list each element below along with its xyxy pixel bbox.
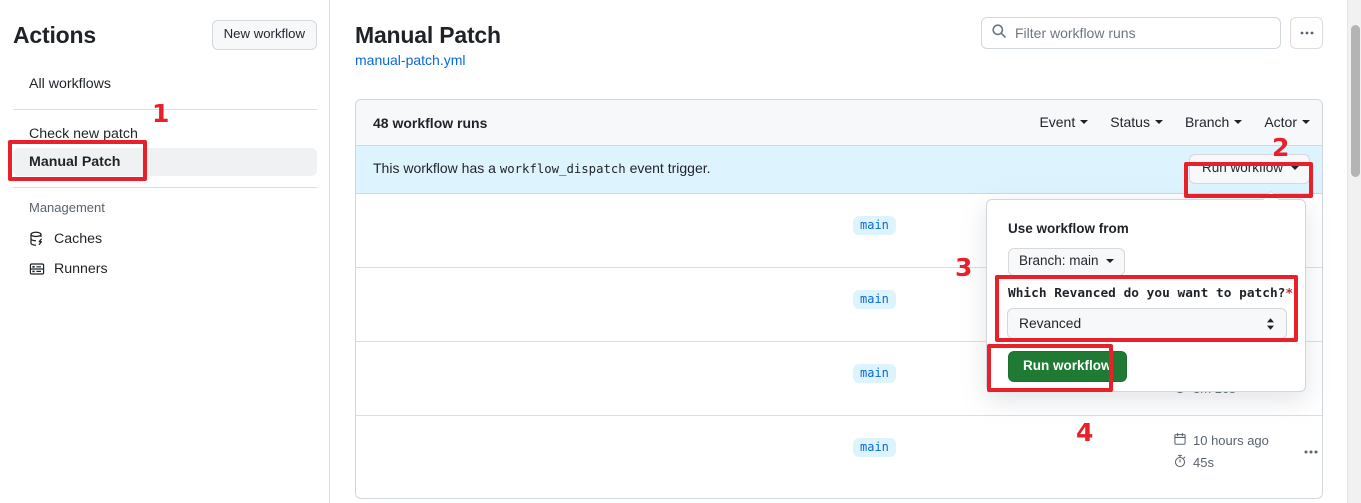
branch-badge[interactable]: main (853, 216, 896, 235)
branch-badge[interactable]: main (853, 438, 896, 457)
filter-workflow-runs-field[interactable] (981, 17, 1281, 49)
workflow-file-link[interactable]: manual-patch.yml (355, 52, 466, 68)
page-scrollbar-thumb[interactable] (1351, 25, 1360, 177)
run-duration: 45s (1173, 451, 1269, 473)
sidebar-divider-2 (13, 187, 317, 188)
page-title: Manual Patch (355, 22, 501, 48)
workflow-input-label-text: Which Revanced do you want to patch? (1008, 286, 1286, 301)
chevron-down-icon (1302, 120, 1310, 124)
branch-selector-label: Branch: main (1019, 253, 1099, 268)
kebab-horizontal-icon (1304, 450, 1318, 454)
run-workflow-dropdown-button[interactable]: Run workflow (1188, 154, 1310, 184)
workflow-runs-count: 48 workflow runs (373, 115, 488, 131)
run-timestamp-text: 10 hours ago (1193, 432, 1269, 448)
chevron-down-icon (1105, 259, 1114, 264)
select-updown-icon (1265, 317, 1276, 331)
branch-badge[interactable]: main (853, 364, 896, 383)
sidebar-item-runners-label: Runners (54, 261, 108, 277)
chevron-down-icon (1080, 120, 1089, 124)
annotation-number-2: 2 (1272, 133, 1290, 162)
actions-sidebar: Actions New workflow All workflows Check… (0, 0, 330, 503)
sidebar-item-check-new-patch[interactable]: Check new patch (29, 126, 138, 142)
chevron-down-icon (1234, 120, 1243, 124)
stopwatch-icon (1173, 454, 1187, 471)
branch-selector-button[interactable]: Branch: main (1008, 248, 1125, 276)
table-row[interactable]: main (356, 268, 1322, 342)
annotation-number-3: 3 (955, 253, 973, 282)
filter-branch-label: Branch (1184, 114, 1230, 130)
sidebar-item-manual-patch[interactable]: Manual Patch (13, 148, 317, 176)
new-workflow-button[interactable]: New workflow (211, 20, 317, 50)
run-workflow-submit-button[interactable]: Run workflow (1008, 351, 1127, 382)
annotation-number-4: 4 (1076, 418, 1094, 447)
workflow-input-select[interactable]: Revanced (1007, 308, 1287, 339)
sidebar-section-management: Management (29, 200, 105, 215)
sidebar-workflow-list: All workflows Check new patch Manual Pat… (13, 70, 317, 284)
filter-actor[interactable]: Actor (1264, 114, 1310, 130)
sidebar-divider-1 (13, 109, 317, 110)
sidebar-title: Actions (13, 22, 96, 48)
required-asterisk: * (1285, 286, 1294, 301)
workflow-runs-header: 48 workflow runs Event Status Branch (356, 100, 1322, 146)
dispatch-suffix: event trigger. (629, 160, 711, 176)
workflow-dispatch-banner: This workflow has a workflow_dispatch ev… (356, 146, 1322, 194)
workflow-input-label: Which Revanced do you want to patch?* (1008, 286, 1293, 301)
branch-badge[interactable]: main (853, 290, 896, 309)
run-timestamp: 10 hours ago (1173, 429, 1269, 451)
annotation-number-1: 1 (152, 99, 170, 128)
kebab-horizontal-icon (1300, 31, 1313, 35)
dispatch-prefix: This workflow has a (373, 160, 496, 176)
page-scrollbar-track[interactable] (1347, 0, 1361, 503)
table-row[interactable]: main 10 hours ago (356, 416, 1322, 490)
filter-actor-label: Actor (1264, 114, 1297, 130)
sidebar-item-caches[interactable]: Caches (13, 224, 317, 254)
workflow-dispatch-text: This workflow has a workflow_dispatch ev… (373, 160, 711, 176)
dispatch-event-name: workflow_dispatch (499, 162, 626, 176)
sidebar-item-all-workflows[interactable]: All workflows (29, 76, 111, 92)
cache-icon (29, 231, 45, 247)
sidebar-item-caches-label: Caches (54, 231, 103, 247)
workflow-input-select-value: Revanced (1019, 316, 1082, 331)
filter-status[interactable]: Status (1110, 114, 1163, 130)
filter-status-label: Status (1110, 114, 1150, 130)
run-duration-text: 45s (1193, 454, 1214, 470)
chevron-down-icon (1291, 166, 1299, 171)
run-workflow-panel: Use workflow from Branch: main Which Rev… (986, 191, 1306, 392)
run-meta: 10 hours ago 45s (1173, 429, 1269, 473)
row-options-kebab-button[interactable] (1303, 444, 1319, 465)
workflow-options-kebab-button[interactable] (1290, 17, 1323, 49)
search-icon (991, 23, 1007, 44)
sidebar-item-runners[interactable]: Runners (13, 254, 317, 284)
filter-event-label: Event (1039, 114, 1076, 130)
sidebar-header: Actions New workflow (13, 20, 317, 54)
chevron-down-icon (1154, 120, 1163, 124)
calendar-icon (1173, 432, 1187, 449)
server-icon (29, 261, 45, 277)
filter-event[interactable]: Event (1039, 114, 1089, 130)
use-workflow-from-label: Use workflow from (1008, 221, 1129, 236)
run-workflow-dropdown-label: Run workflow (1201, 160, 1283, 175)
search-input[interactable] (1015, 25, 1271, 41)
table-row[interactable]: main (356, 194, 1322, 268)
filter-branch[interactable]: Branch (1184, 114, 1243, 130)
workflow-runs-filters: Event Status Branch Actor (1039, 114, 1310, 130)
